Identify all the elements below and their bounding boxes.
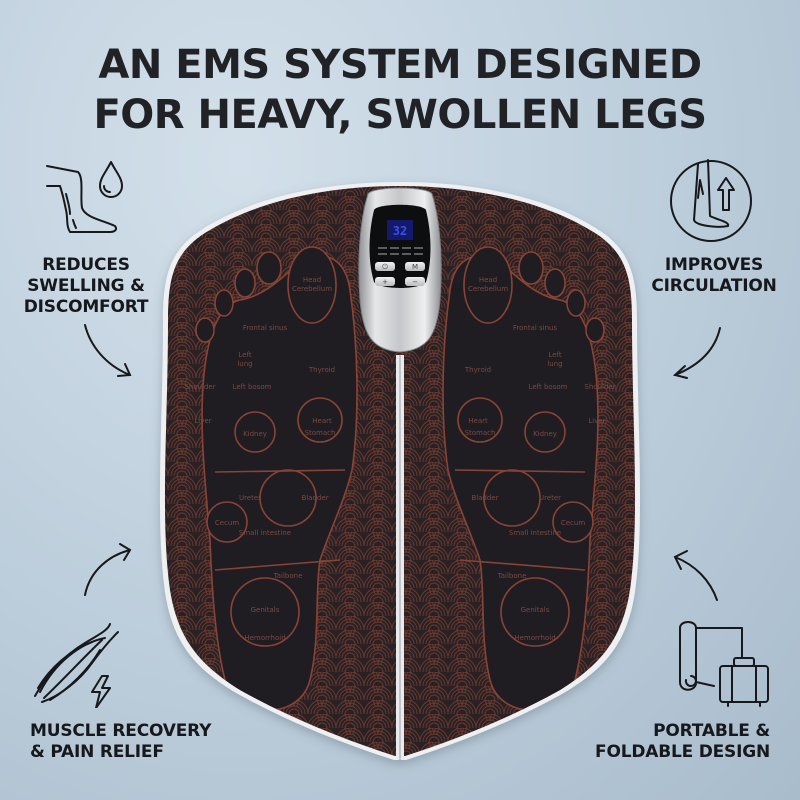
svg-text:Cecum: Cecum [561,519,585,527]
svg-text:Bladder: Bladder [471,494,498,502]
svg-text:Ureter: Ureter [539,494,561,502]
right-foot-reflexology-map [442,246,605,711]
svg-text:lung: lung [237,360,252,368]
svg-text:Thyroid: Thyroid [464,366,491,374]
arrow-down-left-icon [672,327,721,379]
svg-text:Cerebellum: Cerebellum [468,285,508,293]
svg-text:Frontal sinus: Frontal sinus [513,324,558,332]
svg-text:Tailbone: Tailbone [273,572,303,580]
lcd-readout: 32 [393,224,407,238]
svg-text:Genitals: Genitals [251,606,280,614]
svg-text:Thyroid: Thyroid [308,366,335,374]
svg-text:Small intestine: Small intestine [509,529,561,537]
svg-text:Head: Head [303,276,321,284]
feature-portable-foldable: PORTABLE & FOLDABLE DESIGN [595,721,770,762]
svg-text:Stomach: Stomach [465,429,496,437]
headline: AN EMS SYSTEM DESIGNED FOR HEAVY, SWOLLE… [0,40,800,140]
svg-text:Kidney: Kidney [243,430,267,438]
svg-text:Ureter: Ureter [239,494,261,502]
arrow-up-left-icon [673,550,718,601]
svg-text:−: − [412,278,418,286]
remote-controller: 32 ⏻ M + − [358,187,442,353]
muscle-lightning-icon [34,623,119,708]
minus-button [405,277,425,286]
svg-text:Shoulder: Shoulder [584,383,615,391]
svg-text:Left bosom: Left bosom [233,383,272,391]
feature-muscle-recovery: MUSCLE RECOVERY & PAIN RELIEF [30,721,212,762]
svg-text:+: + [382,278,388,286]
svg-text:Left: Left [238,351,251,359]
svg-text:M: M [412,263,418,271]
leg-circulation-arrow-icon [670,159,752,242]
svg-text:Cerebellum: Cerebellum [292,285,332,293]
svg-text:Small intestine: Small intestine [239,529,291,537]
power-button [375,262,395,271]
mode-button [405,262,425,271]
svg-text:Liver: Liver [588,417,605,425]
svg-text:Tailbone: Tailbone [497,572,527,580]
svg-text:Shoulder: Shoulder [184,383,215,391]
svg-text:lung: lung [547,360,562,368]
svg-text:Hemorrhoid: Hemorrhoid [244,634,285,642]
svg-text:Stomach: Stomach [305,429,336,437]
feature-reduces-swelling: REDUCES SWELLING & DISCOMFORT [23,255,149,317]
svg-text:Genitals: Genitals [521,606,550,614]
svg-text:⏻: ⏻ [382,263,388,271]
svg-text:Liver: Liver [194,417,211,425]
svg-text:Cecum: Cecum [215,519,239,527]
rolled-mat-suitcase-icon [679,621,769,707]
plus-button [375,277,395,286]
svg-text:Frontal sinus: Frontal sinus [243,324,288,332]
arrow-down-right-icon [84,324,132,377]
svg-text:Bladder: Bladder [301,494,328,502]
arrow-up-right-icon [84,543,132,596]
lcd-display [387,220,413,240]
svg-text:Left bosom: Left bosom [529,383,568,391]
leg-water-drop-icon [46,161,123,233]
svg-text:Hemorrhoid: Hemorrhoid [514,634,555,642]
svg-text:Kidney: Kidney [533,430,557,438]
headline-line-2: FOR HEAVY, SWOLLEN LEGS [93,92,707,138]
svg-text:Head: Head [479,276,497,284]
svg-text:Heart: Heart [312,417,332,425]
feature-improves-circulation: IMPROVES CIRCULATION [651,255,777,296]
headline-line-1: AN EMS SYSTEM DESIGNED [98,42,702,88]
svg-text:Left: Left [548,351,561,359]
svg-text:Heart: Heart [468,417,488,425]
